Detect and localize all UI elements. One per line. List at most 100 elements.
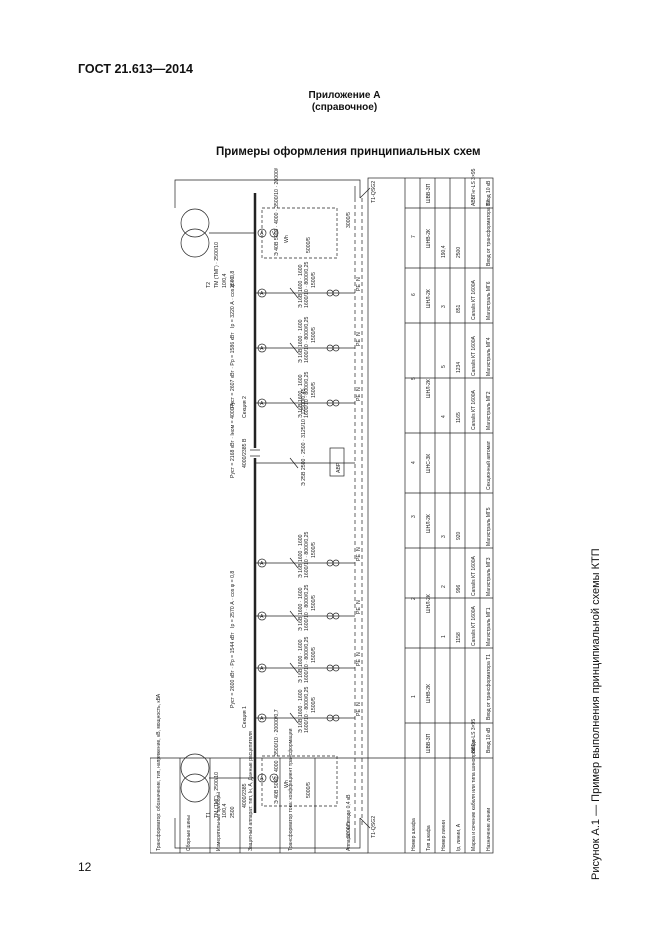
ct-feeder-4: 1500/5 <box>311 542 317 558</box>
n-label-3: N <box>356 600 362 604</box>
line-no-3: 3 <box>441 535 447 538</box>
row-label-transformer: Трансформатор: обозначение, тип, напряже… <box>156 693 162 851</box>
appendix-title: Приложение А <box>308 90 381 101</box>
sect1-load: Pуст = 2600 кВт · Pp = 1544 кВт <box>230 632 236 708</box>
ammeter-main-right: A <box>260 231 264 237</box>
ammeter-1: A <box>260 716 264 722</box>
purpose-1: Ввод 10 кВ <box>486 727 492 753</box>
cabinet-type-1: ШВВ-3П <box>426 733 432 753</box>
purpose-6: Секционный автомат <box>485 440 492 490</box>
cable-6: Canalis КТ 1600А <box>471 279 477 320</box>
cable-7: АВВГнг-LS 3×95 <box>471 168 477 206</box>
ammeter-main-left: A <box>260 776 264 782</box>
main-breaker-left: Э 40В 5000 · 4000 · 3500/10 · 20000/0,7 <box>274 709 280 804</box>
feeder-breaker-3b: 1600/10 · 8000/0,25 <box>304 584 310 631</box>
switch-right-label: Т1-QSG2 <box>371 181 377 203</box>
ct-feeder-5: 1500/5 <box>311 382 317 398</box>
feeder-breaker-6b: 1600/10 · 8000/0,25 <box>304 316 310 363</box>
current-6: 851 <box>456 304 462 313</box>
pe-label-4: PE <box>356 554 362 561</box>
ct-feeder-2: 1500/5 <box>311 647 317 663</box>
cabinet-no-6: 6 <box>411 293 417 296</box>
ammeter-4: A <box>260 561 264 567</box>
ct-left: 3000/5 <box>346 822 352 838</box>
row-label-meters: Измерительные приборы <box>216 792 222 851</box>
row-label-line-no: Номер линии <box>441 820 447 851</box>
feeder-breaker-4b: 1600/10 · 8000/0,25 <box>304 531 310 578</box>
pe-label-2: PE <box>356 659 362 666</box>
wh-meter-left: Wh <box>284 780 290 788</box>
sect-breaker: Э 25В 2500 · 2500 · 3125/10 · 12500/0,45 <box>301 388 307 486</box>
current-7: 2500 <box>456 247 462 258</box>
cable-1: ВВГнг-LS 3×95 <box>471 719 477 753</box>
ct-right: 3000/5 <box>346 212 352 228</box>
feeder-breaker-1a: Э 16В 1600 · 1600 <box>298 689 304 733</box>
cabinet-type-6: ШНЛ-2К <box>426 379 432 398</box>
bus-right-label: 4000/2385 В <box>242 438 248 468</box>
purpose-7: Магистраль МГ2 <box>486 391 492 430</box>
t2-label: Т2 <box>206 282 212 288</box>
appendix-subtitle: (справочное) <box>311 102 378 113</box>
cabinet-no-2: 2 <box>411 597 417 600</box>
bus-left-label: 4000/2385 <box>242 783 248 808</box>
cabinet-type-4: ШНЛ-2К <box>426 514 432 533</box>
cable-4: Canalis КТ 1600А <box>471 389 477 430</box>
cabinet-type-9: ШВВ-3П <box>426 183 432 203</box>
n-label-7: N <box>356 277 362 281</box>
purpose-11: Ввод 10 кВ <box>486 180 492 206</box>
ammeter-6: A <box>260 346 264 352</box>
feeder-breaker-5a: Э 16В 1600 · 1600 <box>298 374 304 418</box>
pe-label-7: PE <box>356 284 362 291</box>
row-label-cabinet-type: Тип шкафа <box>426 825 432 851</box>
t2-voltage: 10/0,4 <box>222 273 228 288</box>
t2-type: ТМ (ТМГ) · 2500/10 <box>214 242 220 288</box>
row-label-input: Аппарат на вводе 0,4 кВ <box>346 794 352 851</box>
line-no-1: 1 <box>441 635 447 638</box>
voltmeter-left: V <box>272 776 276 782</box>
row-label-cable: Марка и сечение кабеля или типа шинопров… <box>471 739 477 851</box>
current-5: 1234 <box>456 362 462 373</box>
section-1-label: Секция 1 <box>242 706 248 728</box>
feeder-breaker-7a: Э 16В 1600 · 1600 <box>298 264 304 308</box>
pe-label-3: PE <box>356 607 362 614</box>
cabinet-no-3: 3 <box>411 515 417 518</box>
ammeter-7: A <box>260 291 264 297</box>
page-number: 12 <box>78 860 92 874</box>
feeder-breaker-3a: Э 16В 1600 · 1600 <box>298 587 304 631</box>
purpose-9: Магистраль МГ6 <box>486 281 492 320</box>
pe-label-5: PE <box>356 394 362 401</box>
feeder-breaker-2a: Э 16В 1600 · 1600 <box>298 639 304 683</box>
current-1: 1158 <box>456 632 462 643</box>
row-label-ct: Трансформатор тока: коэффициент трансфор… <box>288 728 294 851</box>
ct-meter-right: 5000/5 <box>306 237 312 253</box>
main-breaker-right: Э 40В 5000 · 4000 · 3500/10 · 20000/0,7 <box>274 168 280 256</box>
cabinet-type-8: ШНВ-2К <box>426 229 432 248</box>
n-label-6: N <box>356 332 362 336</box>
ammeter-5: A <box>260 401 264 407</box>
n-label-1: N <box>356 702 362 706</box>
n-label-5: N <box>356 387 362 391</box>
cable-5: Canalis КТ 1600А <box>471 335 477 376</box>
t1-power: 2500 <box>230 806 236 818</box>
t1-label: Т1 <box>206 812 212 818</box>
t1-voltage: 10/0,4 <box>222 803 228 818</box>
t2-power: 2500 <box>230 276 236 288</box>
line-no-6: 3 <box>441 305 447 308</box>
purpose-10: Ввод от трансформатора Т2 <box>486 200 492 266</box>
ct-feeder-7: 1500/5 <box>311 272 317 288</box>
line-no-4: 4 <box>441 415 447 418</box>
row-label-protection: Защитный аппарат: тип, Iн, А, Данные рас… <box>247 731 254 851</box>
n-label-4: N <box>356 547 362 551</box>
figure-caption: Рисунок А.1 — Пример выполнения принципи… <box>590 548 602 880</box>
feeder-breaker-4a: Э 16В 1600 · 1600 <box>298 534 304 578</box>
feeder-breaker-5b: 1600/10 · 8000/0,25 <box>304 371 310 418</box>
voltmeter-right: V <box>272 231 276 237</box>
ct-feeder-1: 1500/5 <box>311 697 317 713</box>
feeder-breaker-1b: 1600/10 · 8000/0,25 <box>304 686 310 733</box>
n-label-2: N <box>356 652 362 656</box>
cabinet-type-3: ШНЛ-2К <box>426 594 432 613</box>
pe-label-6: PE <box>356 339 362 346</box>
cable-2: Canalis КТ 1600А <box>471 605 477 646</box>
table-frame <box>367 177 494 854</box>
ct-feeder-3: 1500/5 <box>311 595 317 611</box>
